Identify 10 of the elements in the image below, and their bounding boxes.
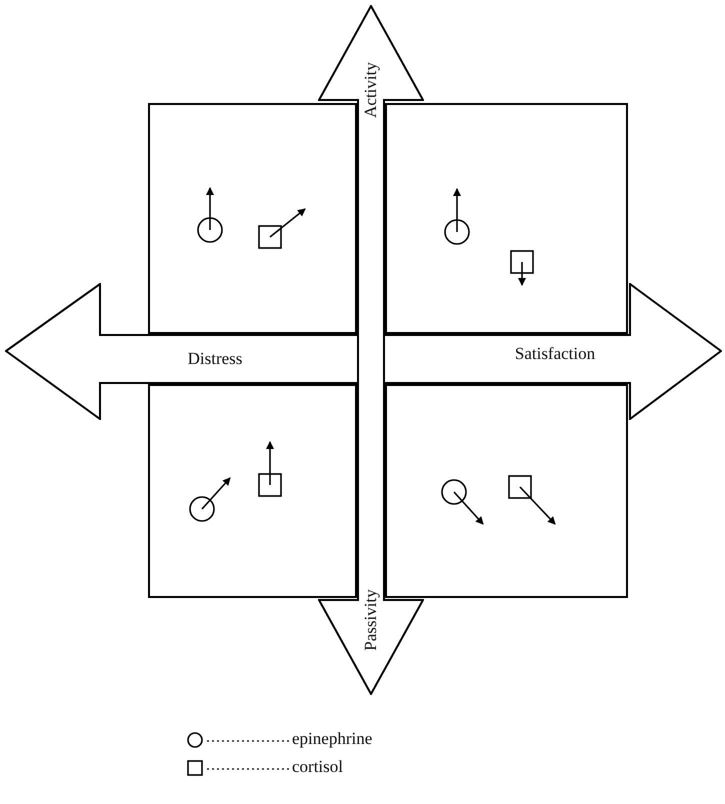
axis-label: Passivity (361, 589, 381, 651)
quadrant-panel (148, 384, 357, 598)
axis-label: Satisfaction (514, 344, 596, 364)
quadrant-panel (385, 103, 628, 334)
axis-label: Distress (188, 349, 242, 369)
legend-label: cortisol (292, 757, 343, 777)
axis-label: Activity (361, 62, 381, 118)
quadrant-panel (148, 103, 357, 334)
quadrant-panel (385, 384, 628, 598)
legend-label: epinephrine (292, 729, 372, 749)
